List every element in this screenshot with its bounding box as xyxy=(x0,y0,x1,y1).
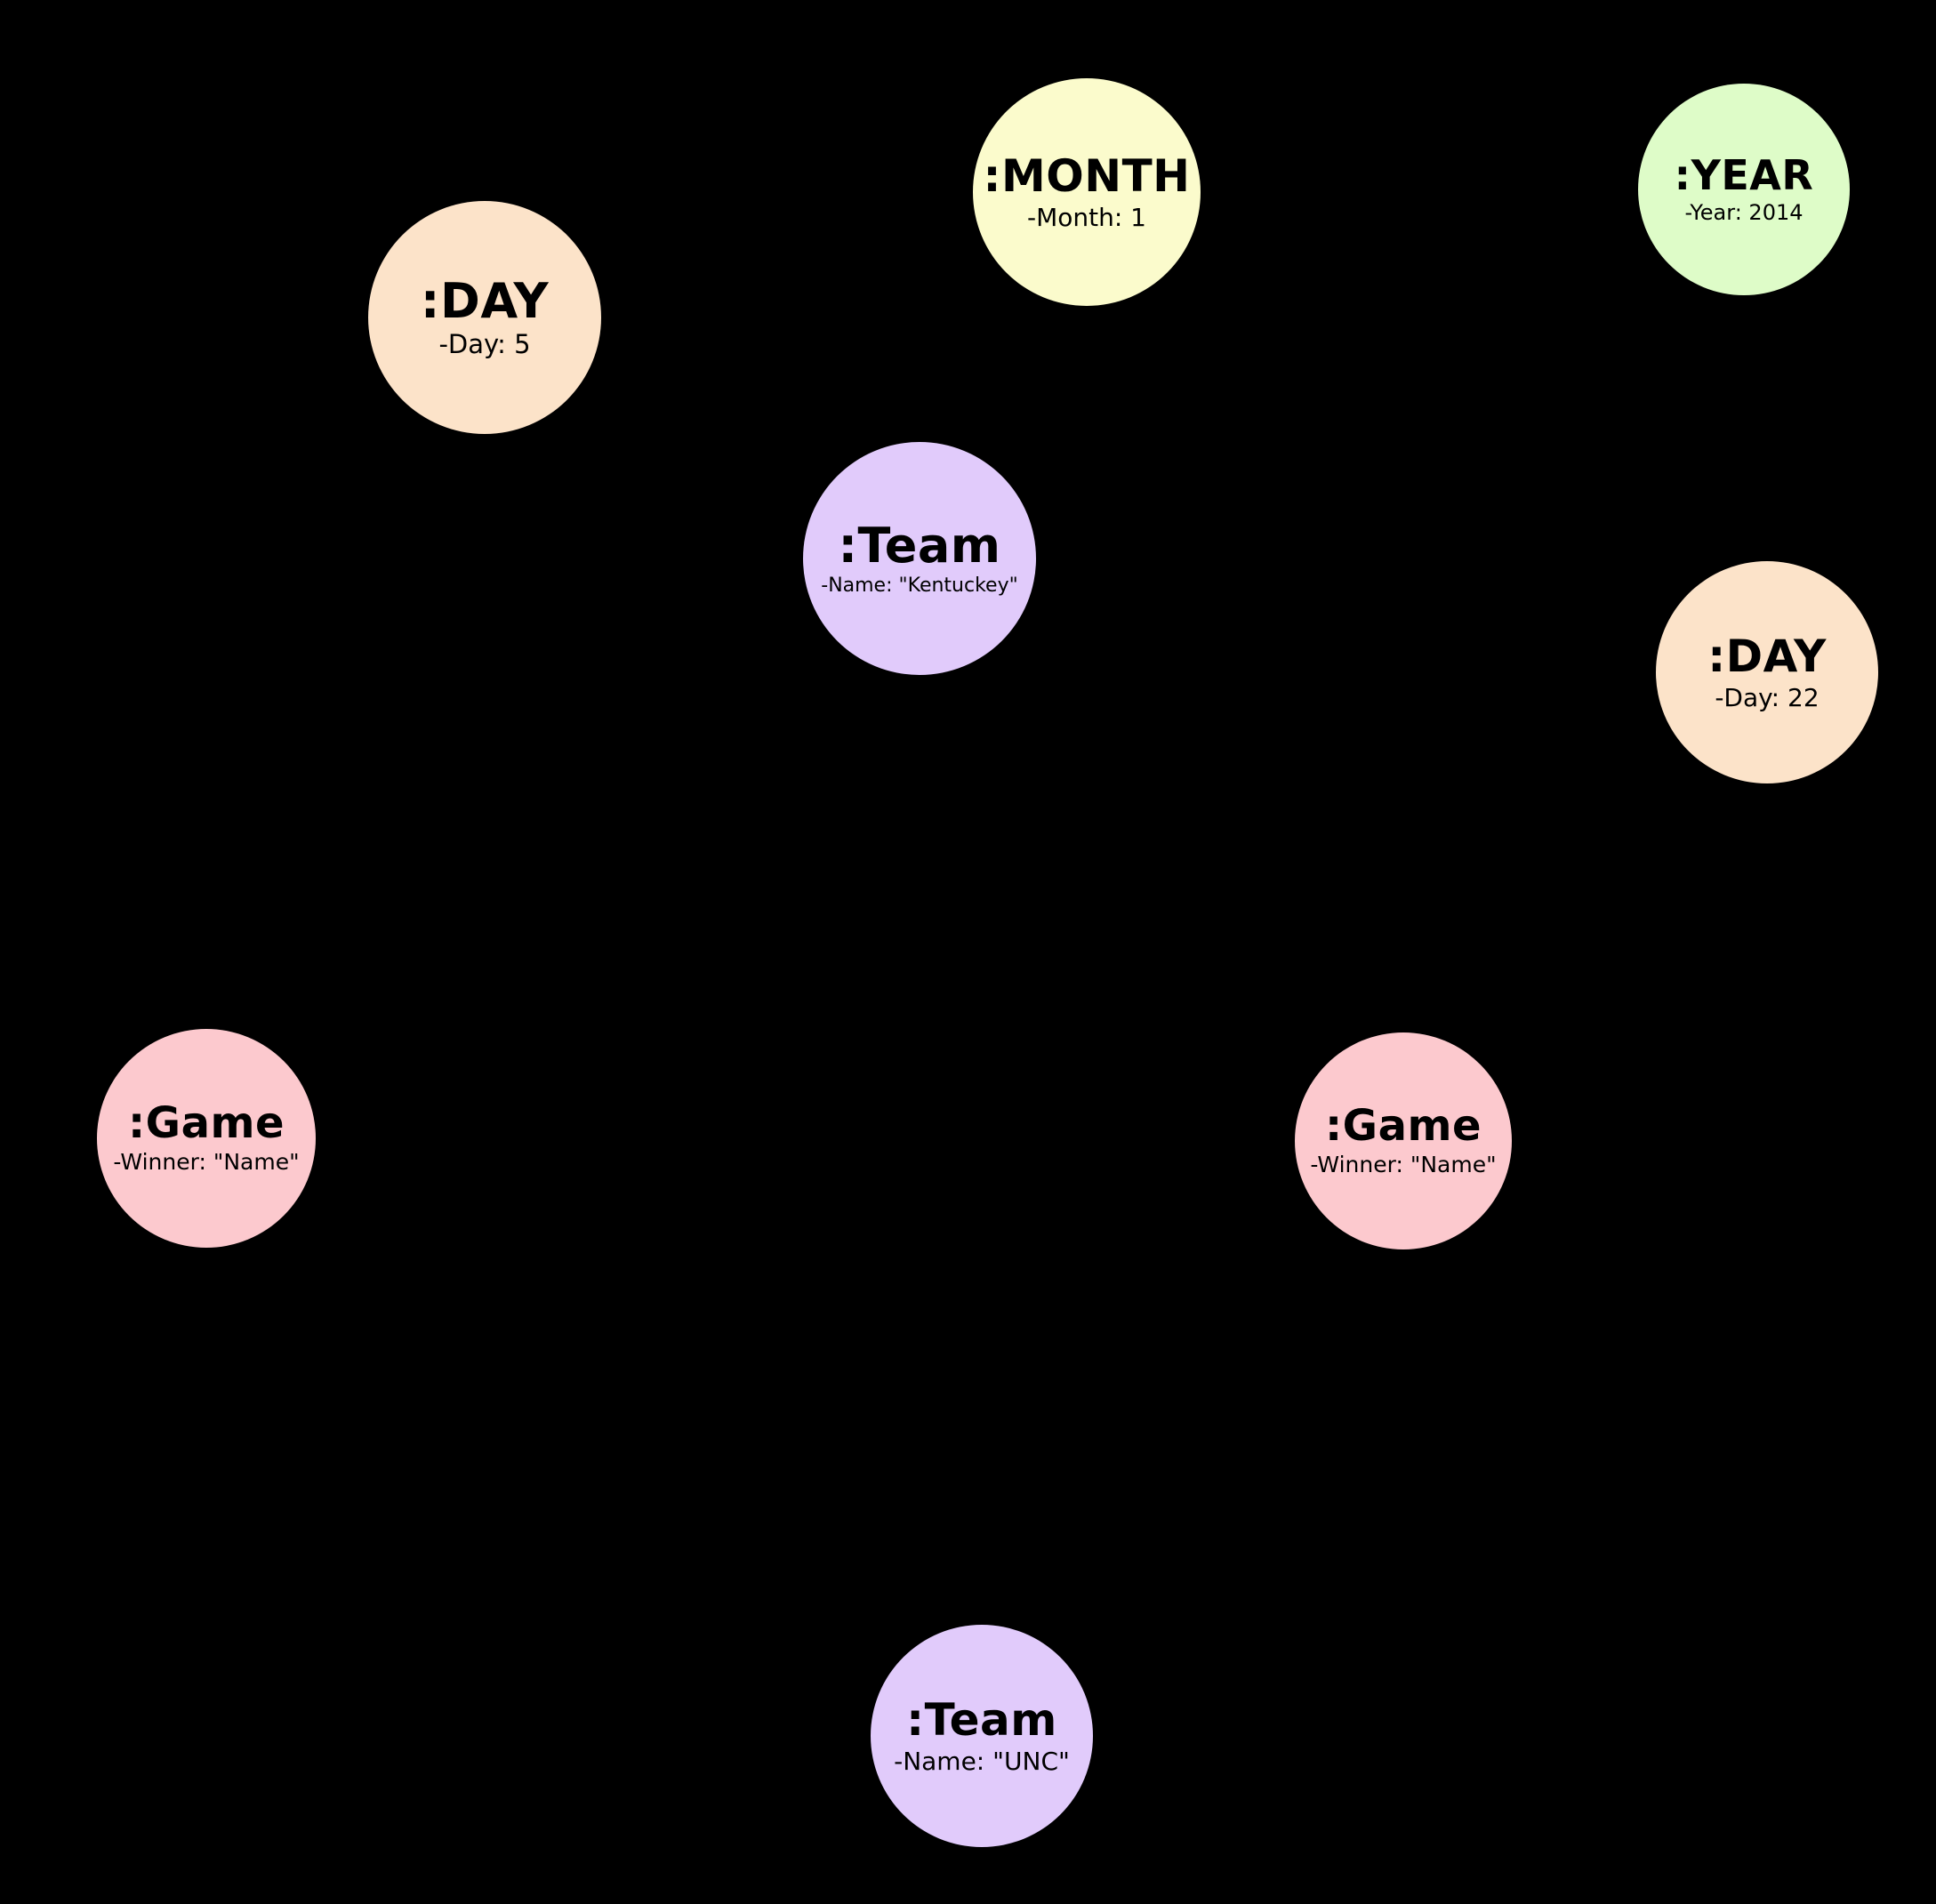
graph-node-month-1[interactable]: :MONTH-Month: 1 xyxy=(973,78,1201,306)
node-label: :Game xyxy=(127,1098,285,1149)
node-property: -Year: 2014 xyxy=(1684,199,1803,225)
node-property: -Winner: "Name" xyxy=(1310,1152,1497,1178)
node-label: :DAY xyxy=(1707,630,1827,682)
node-property: -Month: 1 xyxy=(1026,202,1146,232)
node-label: :MONTH xyxy=(983,149,1191,202)
graph-node-game-right[interactable]: :Game-Winner: "Name" xyxy=(1295,1032,1512,1249)
node-label: :Game xyxy=(1324,1101,1482,1152)
graph-node-day-5[interactable]: :DAY-Day: 5 xyxy=(368,201,601,434)
graph-node-game-left[interactable]: :Game-Winner: "Name" xyxy=(97,1029,316,1248)
node-property: -Name: "Kentuckey" xyxy=(821,574,1018,597)
node-property: -Day: 5 xyxy=(438,329,531,360)
node-label: :Team xyxy=(838,517,1001,574)
node-property: -Name: "UNC" xyxy=(894,1746,1070,1776)
graph-node-team-kentuckey[interactable]: :Team-Name: "Kentuckey" xyxy=(803,442,1036,675)
graph-node-team-unc[interactable]: :Team-Name: "UNC" xyxy=(871,1625,1093,1847)
node-label: :DAY xyxy=(420,273,550,330)
graph-node-day-22[interactable]: :DAY-Day: 22 xyxy=(1656,561,1878,783)
node-label: :Team xyxy=(906,1693,1057,1746)
node-property: -Winner: "Name" xyxy=(113,1149,300,1176)
graph-node-year-2014[interactable]: :YEAR-Year: 2014 xyxy=(1638,84,1850,295)
node-property: -Day: 22 xyxy=(1715,682,1820,712)
node-label: :YEAR xyxy=(1674,150,1814,199)
